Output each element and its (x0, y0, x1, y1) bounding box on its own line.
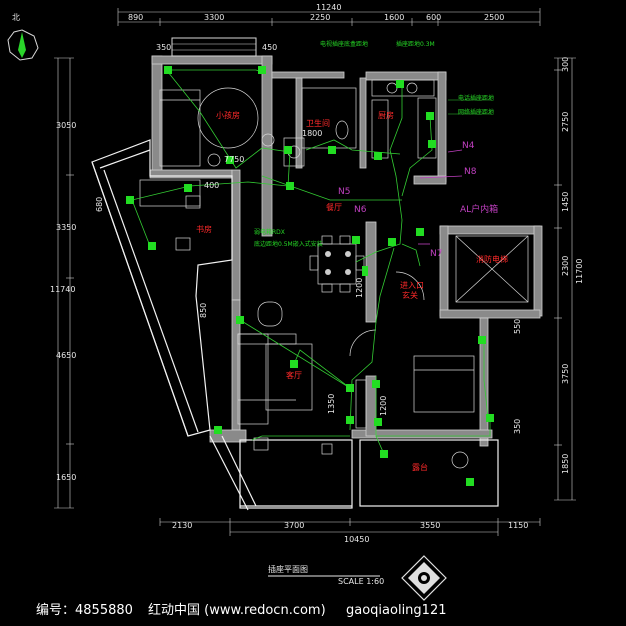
right-dimension-lines (554, 57, 576, 501)
dim-right-seg-4: 2300 (561, 256, 570, 276)
footer-site: 红动中国 (www.redocn.com) (148, 602, 326, 618)
dim-inner-6: 1200 (355, 278, 364, 298)
dim-inner-1: 350 (156, 43, 171, 52)
dim-bottom-seg-3: 3550 (420, 521, 440, 530)
dim-top-seg-4: 1600 (384, 13, 404, 22)
circuit-n5: N5 (338, 187, 350, 197)
room-entrance-line2: 玄关 (402, 290, 418, 300)
dim-bottom-total: 10450 (344, 535, 369, 544)
room-elevator: 消防电梯 (476, 254, 508, 264)
dim-inner-7: 850 (199, 303, 208, 318)
dim-inner-11: 350 (513, 419, 522, 434)
circuit-al-panel: AL户内箱 (460, 203, 498, 215)
dim-left-seg-4: 1650 (56, 473, 76, 482)
north-label: 北 (12, 13, 20, 22)
dim-inner-10: 550 (513, 319, 522, 334)
note-4: 网络插座距地 (458, 108, 494, 116)
room-study: 书房 (196, 224, 212, 234)
north-compass-icon (7, 29, 39, 61)
circuit-n7: N7 (430, 249, 442, 259)
furniture (139, 79, 529, 469)
dim-right-seg-3: 1450 (561, 192, 570, 212)
dim-top-total: 11240 (316, 3, 341, 12)
top-dimension-lines (117, 8, 541, 26)
dim-bottom-seg-4: 1150 (508, 521, 528, 530)
dim-top-seg-3: 2250 (310, 13, 330, 22)
dim-left-seg-1: 3050 (56, 121, 76, 130)
scale-label: SCALE 1:60 (338, 577, 384, 586)
note-panel-line2: 底边距地0.5M嵌入式安装 (254, 240, 323, 248)
dim-right-seg-5: 3750 (561, 364, 570, 384)
dim-inner-9: 1200 (379, 396, 388, 416)
bottom-dimension-lines (159, 518, 541, 536)
dim-inner-12: 680 (95, 197, 104, 212)
note-2: 插座距地0.3M (396, 40, 435, 48)
drawing-title: 插座平面图 (268, 564, 308, 574)
outlet-markers (126, 66, 494, 486)
dim-inner-3: 1800 (302, 129, 322, 138)
room-small-bedroom: 小孩房 (216, 110, 240, 120)
dim-inner-2: 450 (262, 43, 277, 52)
dim-top-seg-1: 890 (128, 13, 143, 22)
dim-right-total: 11700 (575, 259, 584, 284)
dim-top-seg-2: 3300 (204, 13, 224, 22)
dim-right-seg-1: 300 (561, 57, 570, 72)
room-entrance-line1: 进入口 (400, 281, 424, 290)
dim-left-seg-2: 3350 (56, 223, 76, 232)
table-seat-markers (325, 251, 351, 275)
dim-left-seg-3: 4650 (56, 351, 76, 360)
circuit-n4: N4 (462, 141, 475, 151)
compass-rose-icon (401, 555, 447, 601)
room-bath1: 卫生间 (306, 118, 330, 128)
room-dining: 餐厅 (326, 203, 342, 212)
dim-top-seg-6: 2500 (484, 13, 504, 22)
dim-right-seg-2: 2750 (561, 112, 570, 132)
note-3: 电话插座距地 (458, 94, 494, 102)
dim-inner-4: 400 (204, 181, 219, 190)
dim-left-total: 11740 (50, 285, 75, 294)
room-kitchen: 厨房 (378, 110, 394, 120)
left-dimension-lines (54, 57, 74, 509)
note-1: 电视插座底盒距地 (320, 40, 368, 48)
circuit-n8: N8 (464, 167, 477, 177)
dim-top-seg-5: 600 (426, 13, 441, 22)
dim-inner-8: 1350 (327, 394, 336, 414)
dim-bottom-seg-1: 2130 (172, 521, 192, 530)
dim-bottom-seg-2: 3700 (284, 521, 304, 530)
room-balcony: 露台 (412, 462, 428, 472)
dim-inner-5: 7750 (224, 155, 244, 164)
footer-author: gaoqiaoling121 (346, 603, 446, 618)
circuit-n6: N6 (354, 205, 367, 215)
room-living: 客厅 (286, 370, 302, 380)
footer-id: 编号：4855880 (36, 603, 133, 618)
note-panel-line1: 弱电箱RDX (254, 228, 285, 236)
angled-outer-walls (91, 139, 499, 511)
dim-right-seg-6: 1850 (561, 454, 570, 474)
